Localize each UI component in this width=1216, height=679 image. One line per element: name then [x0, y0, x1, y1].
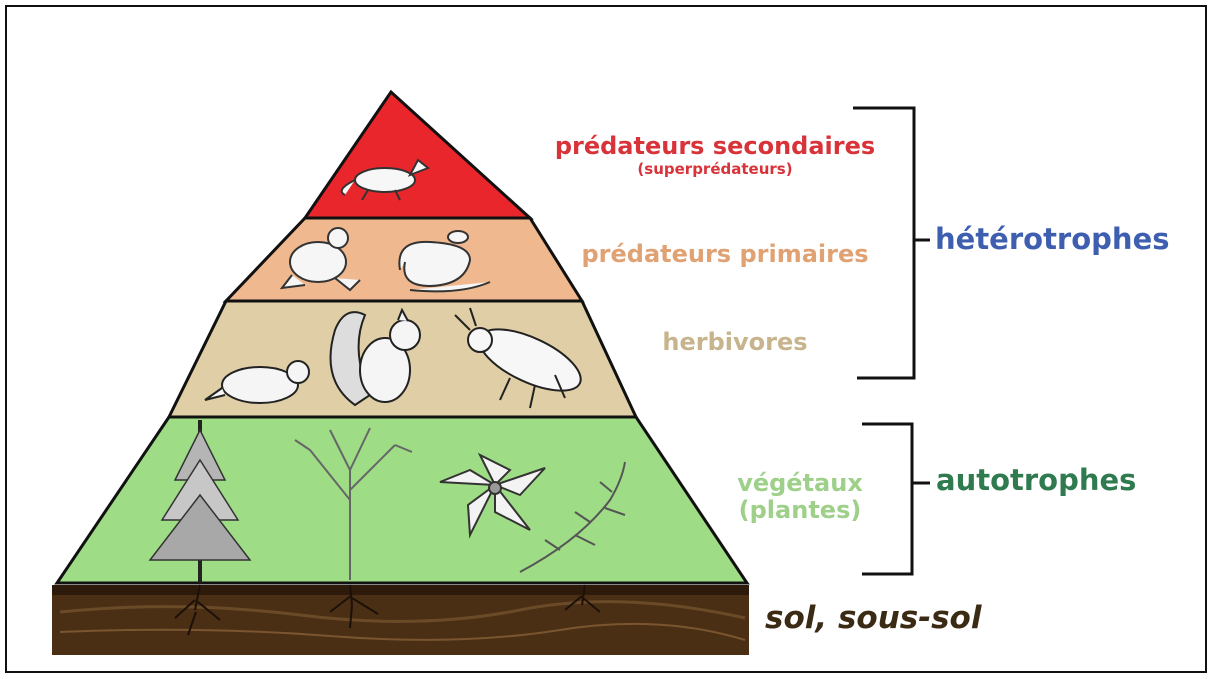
primary-predators-label: prédateurs primaires	[545, 240, 905, 268]
tier-plants	[57, 417, 747, 583]
tier-primary-predators	[226, 218, 582, 301]
plants-label: végétaux (plantes)	[700, 470, 900, 524]
superpredators-label: (superprédateurs)	[530, 160, 900, 178]
soil-label: sol, sous-sol	[765, 600, 981, 636]
herbivores-label: herbivores	[600, 328, 870, 356]
secondary-predators-label: prédateurs secondaires	[530, 132, 900, 160]
autotrophs-label: autotrophes	[936, 463, 1136, 497]
tier-herbivores	[169, 301, 636, 417]
soil-layer	[52, 585, 749, 655]
plants-title: végétaux	[700, 470, 900, 497]
heterotrophs-label: hétérotrophes	[935, 222, 1170, 256]
tier-secondary-predators	[305, 92, 530, 218]
plants-subtitle: (plantes)	[700, 497, 900, 524]
